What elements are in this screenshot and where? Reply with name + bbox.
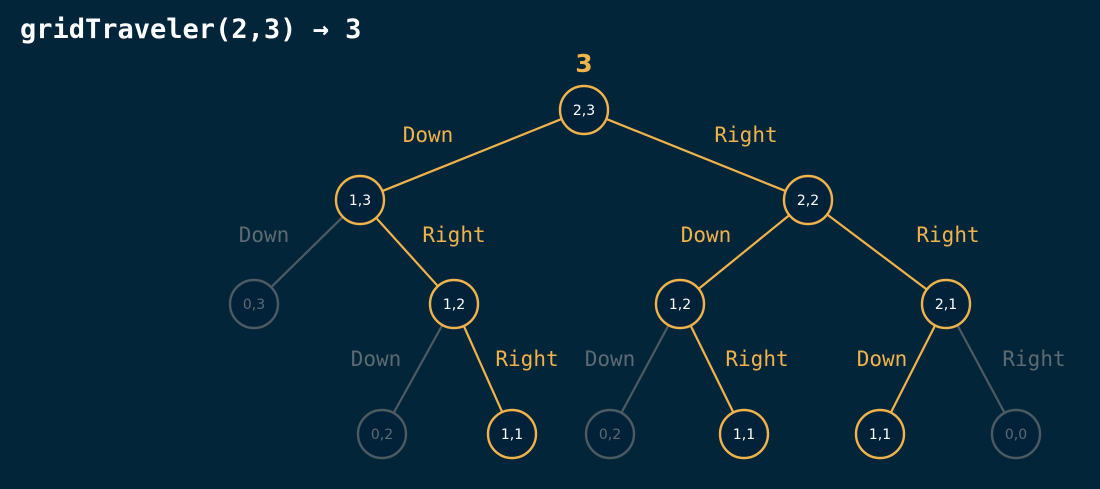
edge-label-down: Down xyxy=(351,347,402,371)
tree-node-n13: 1,3 xyxy=(334,174,386,226)
tree-node-n02b: 0,2 xyxy=(584,408,636,460)
edge-label-right: Right xyxy=(1002,347,1065,371)
edge-label-down: Down xyxy=(857,347,908,371)
node-label: 1,1 xyxy=(501,427,523,443)
tree-edge-n22-n12b xyxy=(697,214,791,290)
tree-edge-n21-n00 xyxy=(956,324,1006,414)
node-label: 1,1 xyxy=(733,427,755,443)
tree-edges xyxy=(270,117,1006,414)
tree-nodes: 2,3 1,3 2,2 0,3 1,2 1,2 2,1 0,2 1,1 0,2 1,1 1,1 0,0 xyxy=(228,84,1042,460)
page-title: gridTraveler(2,3) → 3 xyxy=(20,14,362,45)
node-label: 1,2 xyxy=(443,297,465,313)
edge-label-right: Right xyxy=(725,347,788,371)
tree-edge-n23-n13 xyxy=(381,117,563,193)
node-circle xyxy=(558,84,610,136)
tree-edge-n12b-n11b xyxy=(689,325,735,413)
node-label: 2,2 xyxy=(797,193,819,209)
node-circle xyxy=(654,278,706,330)
node-label: 0,2 xyxy=(371,427,393,443)
tree-node-n12a: 1,2 xyxy=(428,278,480,330)
node-label: 0,2 xyxy=(599,427,621,443)
tree-edge-n13-n03 xyxy=(270,216,344,288)
node-label: 0,0 xyxy=(1005,427,1027,443)
node-circle xyxy=(920,278,972,330)
tree-edge-n12a-n02a xyxy=(392,324,444,414)
node-circle xyxy=(428,278,480,330)
tree-node-n22: 2,2 xyxy=(782,174,834,226)
tree-node-n23: 2,3 xyxy=(558,84,610,136)
node-label: 1,3 xyxy=(349,193,371,209)
tree-node-n11a: 1,1 xyxy=(486,408,538,460)
node-label: 1,2 xyxy=(669,297,691,313)
tree-node-n11c: 1,1 xyxy=(854,408,906,460)
tree-node-n00: 0,0 xyxy=(990,408,1042,460)
node-circle xyxy=(990,408,1042,460)
node-circle xyxy=(584,408,636,460)
tree-edge-n12b-n02b xyxy=(620,324,670,414)
edge-label-right: Right xyxy=(422,223,485,247)
tree-edge-n22-n21 xyxy=(826,213,928,291)
tree-node-n21: 2,1 xyxy=(920,278,972,330)
tree-node-n03: 0,3 xyxy=(228,278,280,330)
node-circle xyxy=(486,408,538,460)
node-label: 2,3 xyxy=(573,103,595,119)
node-label: 1,1 xyxy=(869,427,891,443)
edge-label-down: Down xyxy=(585,347,636,371)
node-label: 2,1 xyxy=(935,297,957,313)
tree-node-n11b: 1,1 xyxy=(718,408,770,460)
node-label: 0,3 xyxy=(243,297,265,313)
edge-label-down: Down xyxy=(681,223,732,247)
node-circle xyxy=(718,408,770,460)
edge-label-down: Down xyxy=(403,123,454,147)
edge-label-right: Right xyxy=(916,223,979,247)
result-value: 3 xyxy=(575,49,592,78)
edge-label-right: Right xyxy=(714,123,777,147)
node-circle xyxy=(782,174,834,226)
tree-edge-n23-n22 xyxy=(605,117,787,193)
tree-node-n12b: 1,2 xyxy=(654,278,706,330)
edge-label-right: Right xyxy=(495,347,558,371)
node-circle xyxy=(334,174,386,226)
tree-node-n02a: 0,2 xyxy=(356,408,408,460)
edge-label-down: Down xyxy=(239,223,290,247)
tree-edge-n21-n11c xyxy=(889,324,937,414)
tree-edge-n13-n12a xyxy=(375,217,439,287)
node-circle xyxy=(854,408,906,460)
tree-edge-n12a-n11a xyxy=(462,325,504,413)
node-circle xyxy=(356,408,408,460)
node-circle xyxy=(228,278,280,330)
